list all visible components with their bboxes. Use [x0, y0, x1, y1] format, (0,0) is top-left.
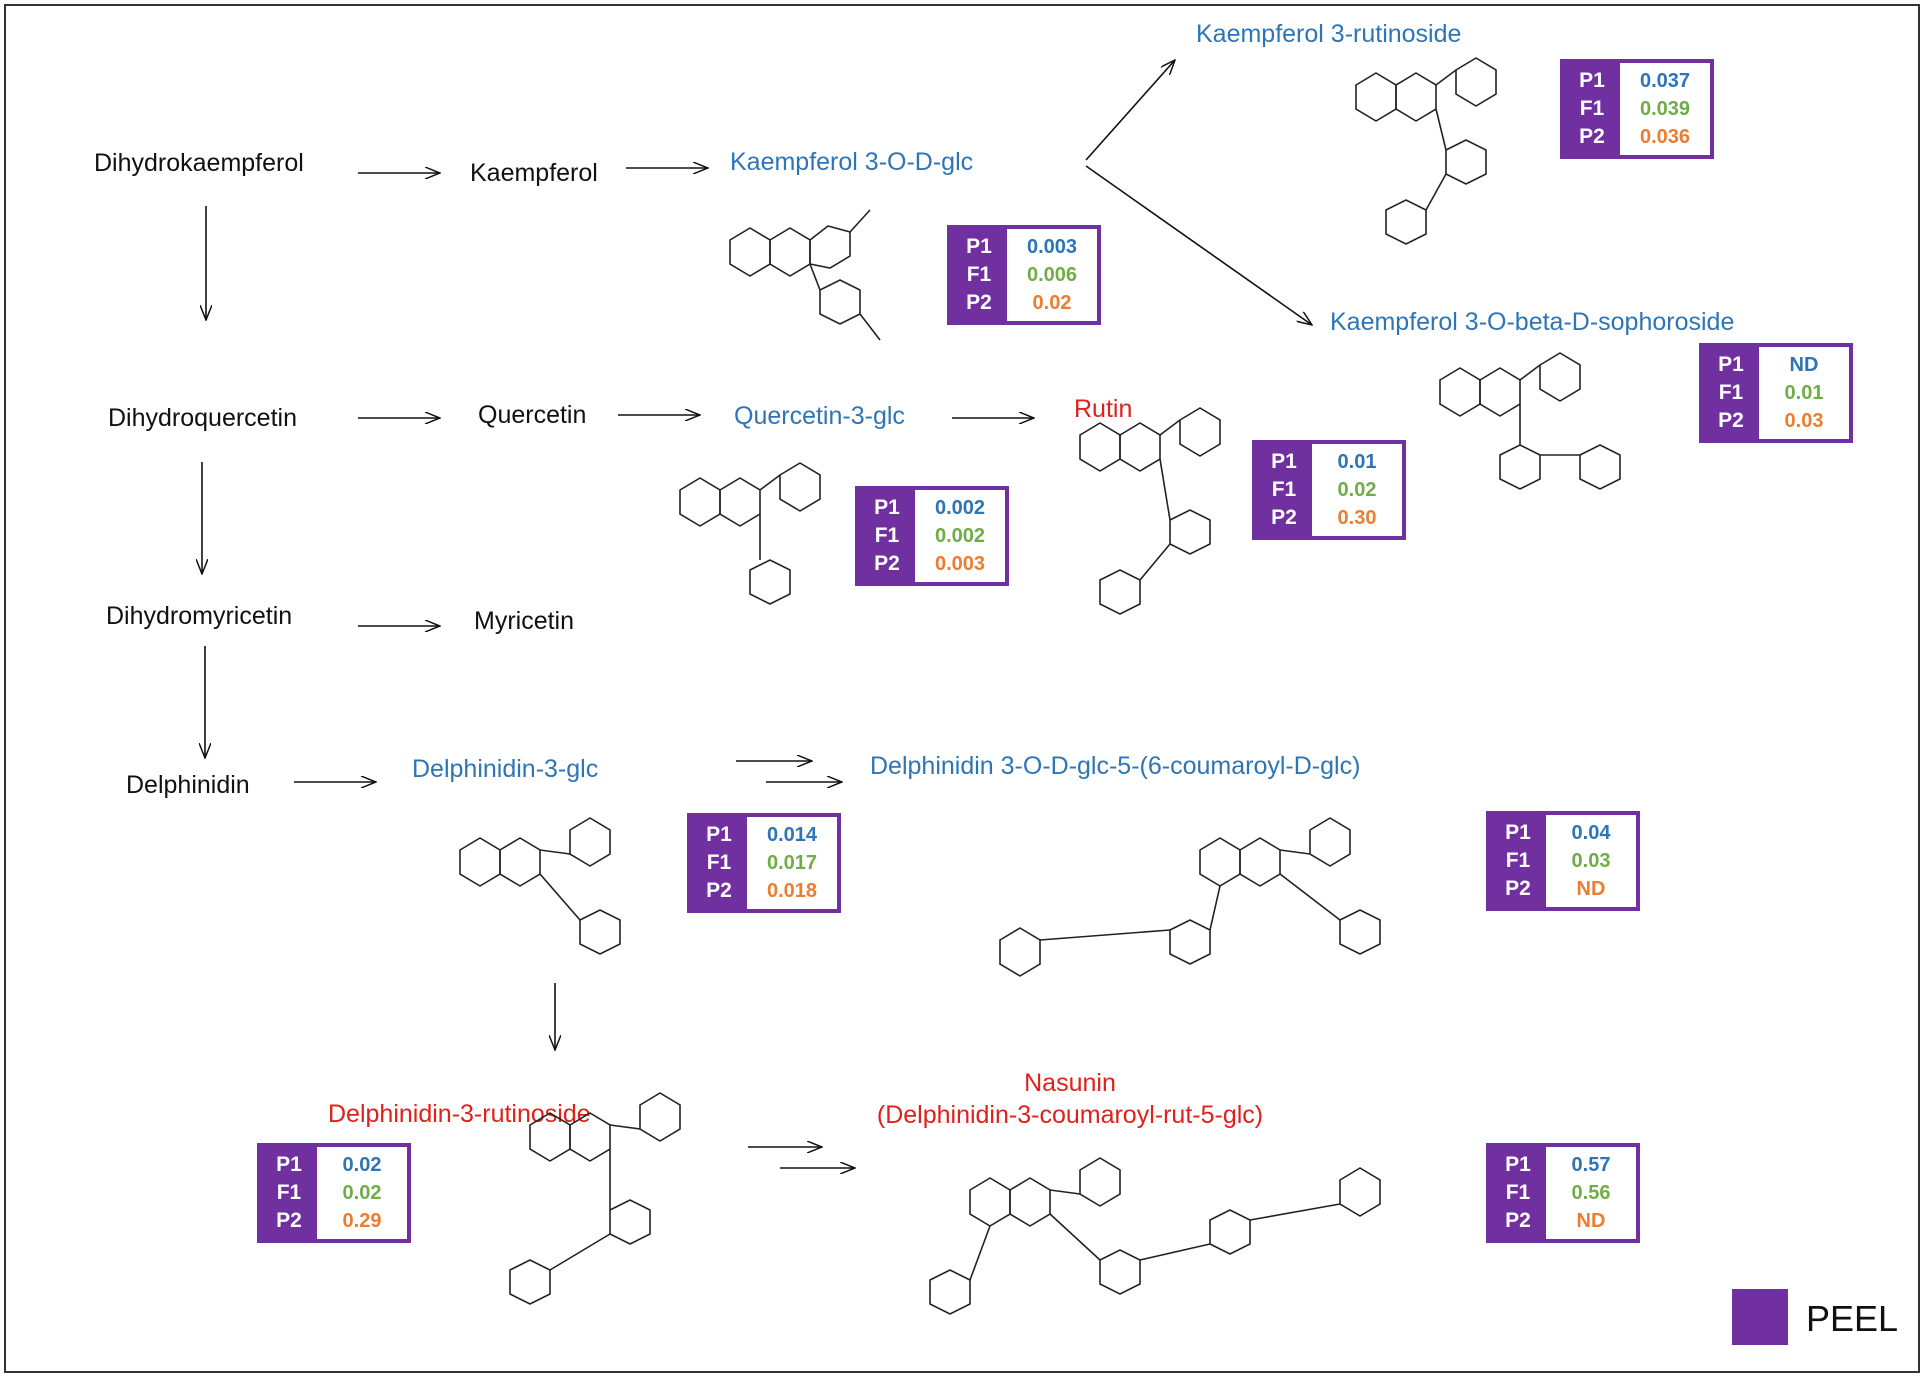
value-p1: 0.02 [342, 1153, 382, 1176]
value-f1: 0.02 [1337, 478, 1377, 501]
value-p2: 0.03 [1784, 409, 1824, 432]
value-p2: ND [1576, 877, 1606, 900]
value-f1: 0.02 [342, 1181, 382, 1204]
structure-kaempferol-rutinoside [1355, 57, 1497, 245]
structure-quercetin-glc [679, 462, 821, 605]
label-dihydrokaempferol: Dihydrokaempferol [94, 149, 304, 177]
value-p2: 0.018 [766, 879, 818, 902]
label-delphinidin-coumaroyl: Delphinidin 3-O-D-glc-5-(6-coumaroyl-D-g… [870, 752, 1361, 780]
value-f1: 0.56 [1571, 1181, 1611, 1204]
label-quercetin: Quercetin [478, 401, 587, 429]
label-kaempferol-glc: Kaempferol 3-O-D-glc [730, 148, 974, 176]
legend-swatch [1732, 1289, 1788, 1345]
label-myricetin: Myricetin [474, 607, 575, 635]
value-p2: ND [1576, 1209, 1606, 1232]
structure-kaempferol-glc [729, 209, 881, 341]
label-kaempferol: Kaempferol [470, 159, 598, 187]
value-p1: 0.04 [1571, 821, 1611, 844]
diagram-frame [4, 4, 1920, 1373]
legend-label: PEEL [1806, 1298, 1899, 1339]
label-quercetin-glc: Quercetin-3-glc [734, 402, 905, 430]
value-f1: 0.03 [1571, 849, 1611, 872]
value-p1: 0.014 [766, 823, 818, 846]
value-p1: 0.037 [1639, 69, 1691, 92]
label-delphinidin: Delphinidin [126, 771, 250, 799]
arrow-kglc-ksoph [1085, 165, 1312, 325]
structure-delphinidin-rutinoside [509, 1092, 681, 1305]
label-nasunin-full: (Delphinidin-3-coumaroyl-rut-5-glc) [876, 1101, 1264, 1129]
label-rutin: Rutin [1074, 395, 1133, 423]
label-nasunin: Nasunin [1024, 1069, 1116, 1097]
value-p2: 0.036 [1639, 125, 1691, 148]
label-kaempferol-rutinoside: Kaempferol 3-rutinoside [1196, 20, 1462, 48]
value-f1: 0.006 [1026, 263, 1078, 286]
value-p2: 0.003 [934, 552, 986, 575]
label-delphinidin-glc: Delphinidin-3-glc [412, 755, 599, 783]
value-p2: 0.29 [342, 1209, 382, 1232]
value-p1: 0.01 [1337, 450, 1377, 473]
arrow-kglc-krut [1085, 60, 1175, 161]
value-f1: 0.017 [766, 851, 818, 874]
value-p2: 0.02 [1032, 291, 1072, 314]
value-p2: 0.30 [1337, 506, 1377, 529]
structure-delphinidin-coumaroyl [999, 817, 1381, 977]
structure-nasunin [929, 1157, 1381, 1315]
value-p1: 0.57 [1571, 1153, 1611, 1176]
value-p1: 0.003 [1026, 235, 1078, 258]
value-f1: 0.002 [934, 524, 986, 547]
label-dihydromyricetin: Dihydromyricetin [106, 602, 293, 630]
value-p1: ND [1789, 353, 1819, 376]
value-p1: 0.002 [934, 496, 986, 519]
label-kaempferol-sophoroside: Kaempferol 3-O-beta-D-sophoroside [1330, 308, 1735, 336]
structure-rutin [1079, 407, 1221, 615]
structure-kaempferol-sophoroside [1439, 352, 1621, 490]
value-f1: 0.01 [1784, 381, 1824, 404]
structure-delphinidin-glc [459, 817, 621, 955]
value-f1: 0.039 [1639, 97, 1691, 120]
label-dihydroquercetin: Dihydroquercetin [108, 404, 297, 432]
